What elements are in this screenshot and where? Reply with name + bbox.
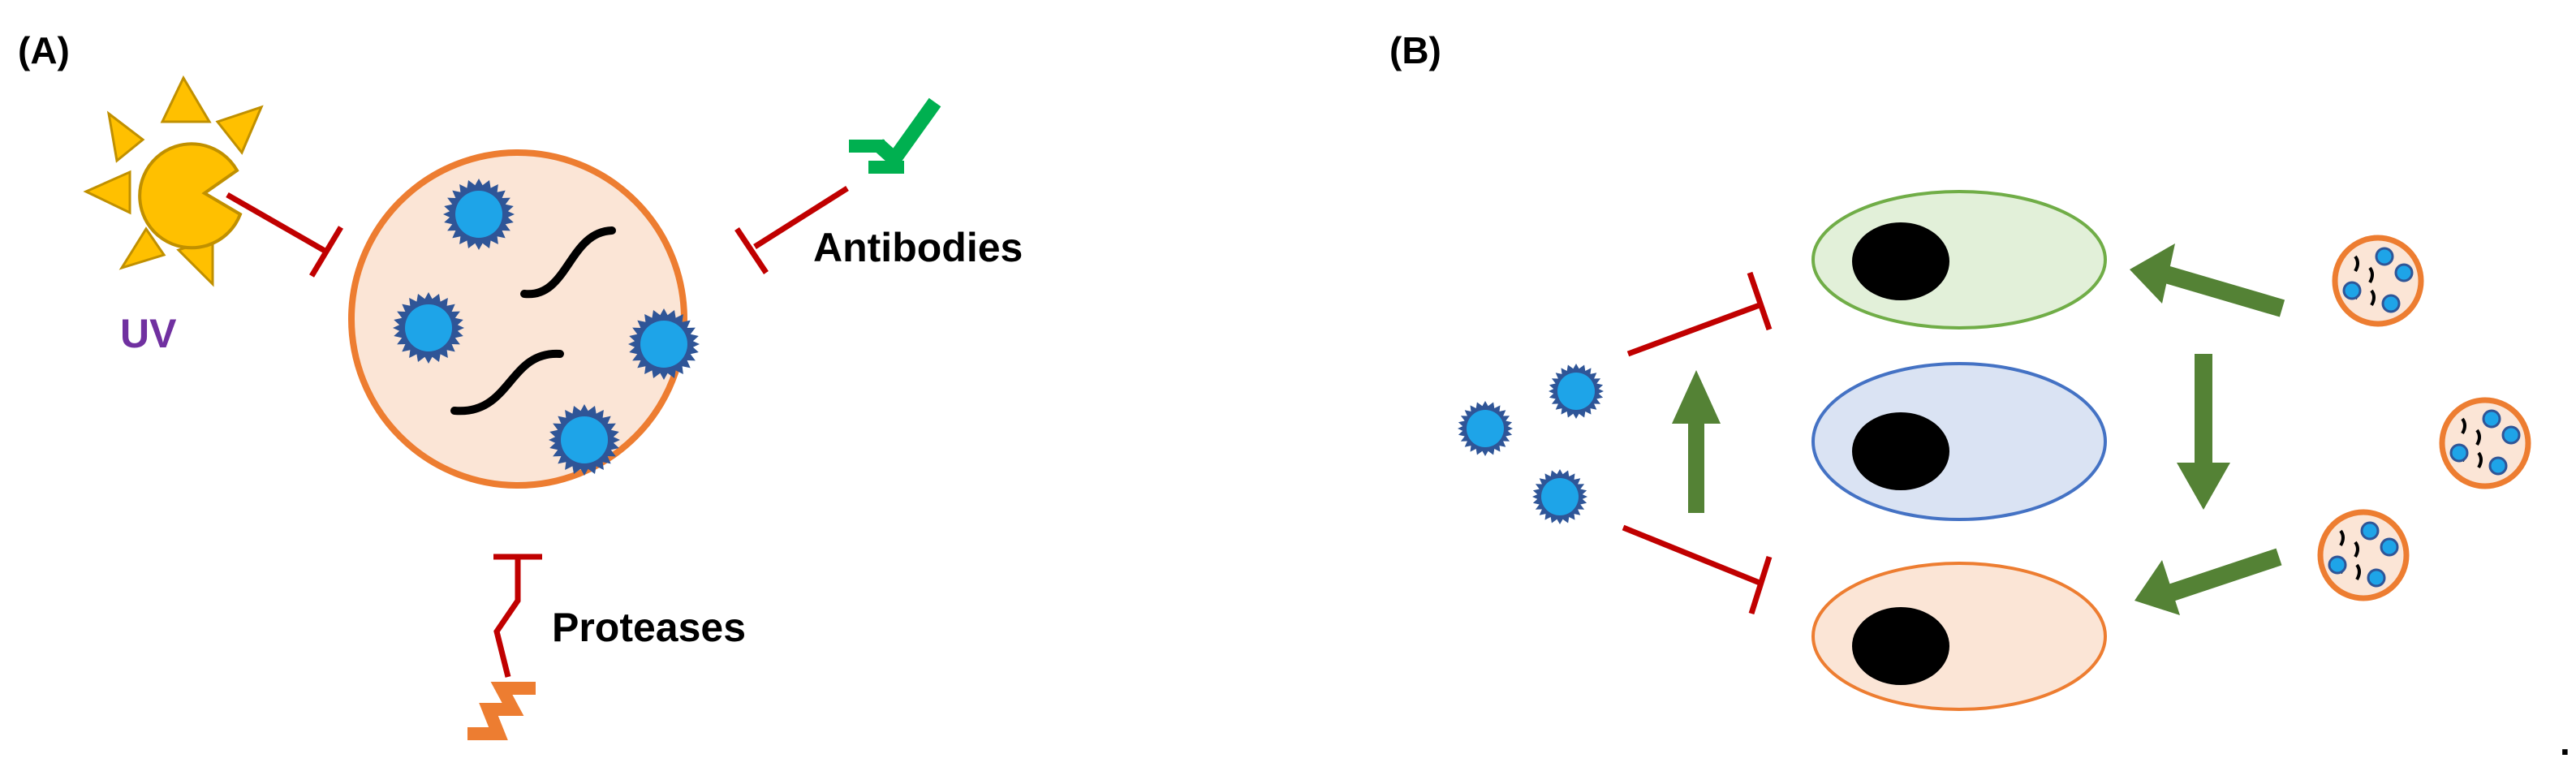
cell-green — [1811, 190, 2107, 330]
protease-icon — [467, 682, 536, 740]
vesicle-arrow-bottom — [2134, 548, 2282, 615]
antibody-inhibition-arrow — [734, 186, 849, 274]
cell-nucleus — [1852, 412, 1949, 490]
free-virions — [1458, 364, 1604, 524]
uv-sun-icon — [83, 75, 264, 287]
antibodies-label: Antibodies — [813, 225, 1023, 270]
vesicle-arrow-top — [2130, 243, 2285, 317]
transition-arrow-up — [1672, 370, 1721, 513]
uv-label: UV — [120, 311, 177, 356]
rna-strand — [450, 349, 564, 416]
rna-strand — [520, 226, 616, 299]
trailing-period: . — [2560, 721, 2570, 763]
transition-arrow-down — [2177, 354, 2230, 510]
cell-blue — [1811, 362, 2107, 521]
extracellular-vesicle — [2320, 512, 2406, 598]
panel-a-label: (A) — [18, 29, 70, 71]
extracellular-vesicle — [2335, 238, 2421, 324]
extracellular-vesicle — [2442, 400, 2528, 486]
cell-nucleus — [1852, 222, 1949, 300]
virion-inhibition-bottom — [1622, 524, 1773, 615]
cell-orange — [1811, 562, 2107, 711]
uv-inhibition-arrow — [226, 192, 344, 278]
virion-inhibition-top — [1626, 271, 1773, 357]
proteases-label: Proteases — [552, 605, 746, 650]
virion-particle — [348, 149, 700, 489]
panel-b-label: (B) — [1389, 29, 1441, 71]
cell-nucleus — [1852, 607, 1949, 685]
antibody-icon — [849, 97, 941, 174]
protease-inhibition-arrow — [493, 554, 542, 678]
